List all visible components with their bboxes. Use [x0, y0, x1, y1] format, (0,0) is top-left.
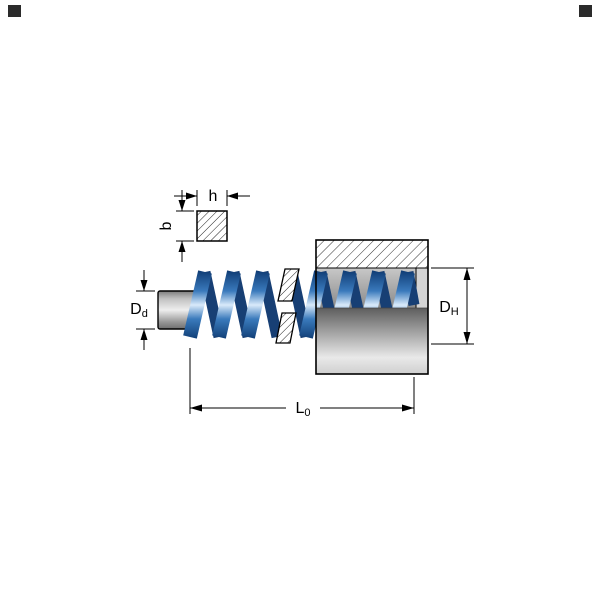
dim-b — [176, 190, 194, 262]
dim-label-dd: Dd — [130, 301, 148, 320]
arrowhead — [227, 192, 238, 200]
dim-label-l0: L0 — [295, 400, 310, 419]
arrowhead — [402, 404, 414, 412]
dim-label-b: b — [158, 221, 175, 230]
wire-cross-section-detail: h b — [158, 188, 250, 262]
dim-l0 — [189, 348, 415, 414]
arrowhead — [190, 404, 202, 412]
arrowhead — [186, 192, 197, 200]
dim-dd — [136, 270, 155, 350]
housing — [315, 239, 429, 375]
arrowhead — [140, 329, 148, 340]
arrowhead — [463, 268, 471, 280]
housing-outline — [315, 239, 429, 375]
dim-h — [174, 190, 250, 206]
wire-section-square — [196, 210, 228, 242]
housing-cylinder-surface — [316, 308, 428, 374]
corner-mark-top-left — [8, 5, 21, 17]
dim-label-dh: DH — [439, 299, 459, 318]
arrowhead — [178, 241, 186, 252]
dim-dh — [431, 267, 474, 345]
arrowhead — [463, 332, 471, 344]
arrowhead — [178, 200, 186, 211]
dim-label-h: h — [209, 188, 218, 205]
housing-section-hatch — [315, 239, 429, 269]
spring-sectioned-wire — [275, 268, 300, 344]
arrowhead — [140, 280, 148, 291]
corner-mark-top-right — [579, 5, 592, 17]
